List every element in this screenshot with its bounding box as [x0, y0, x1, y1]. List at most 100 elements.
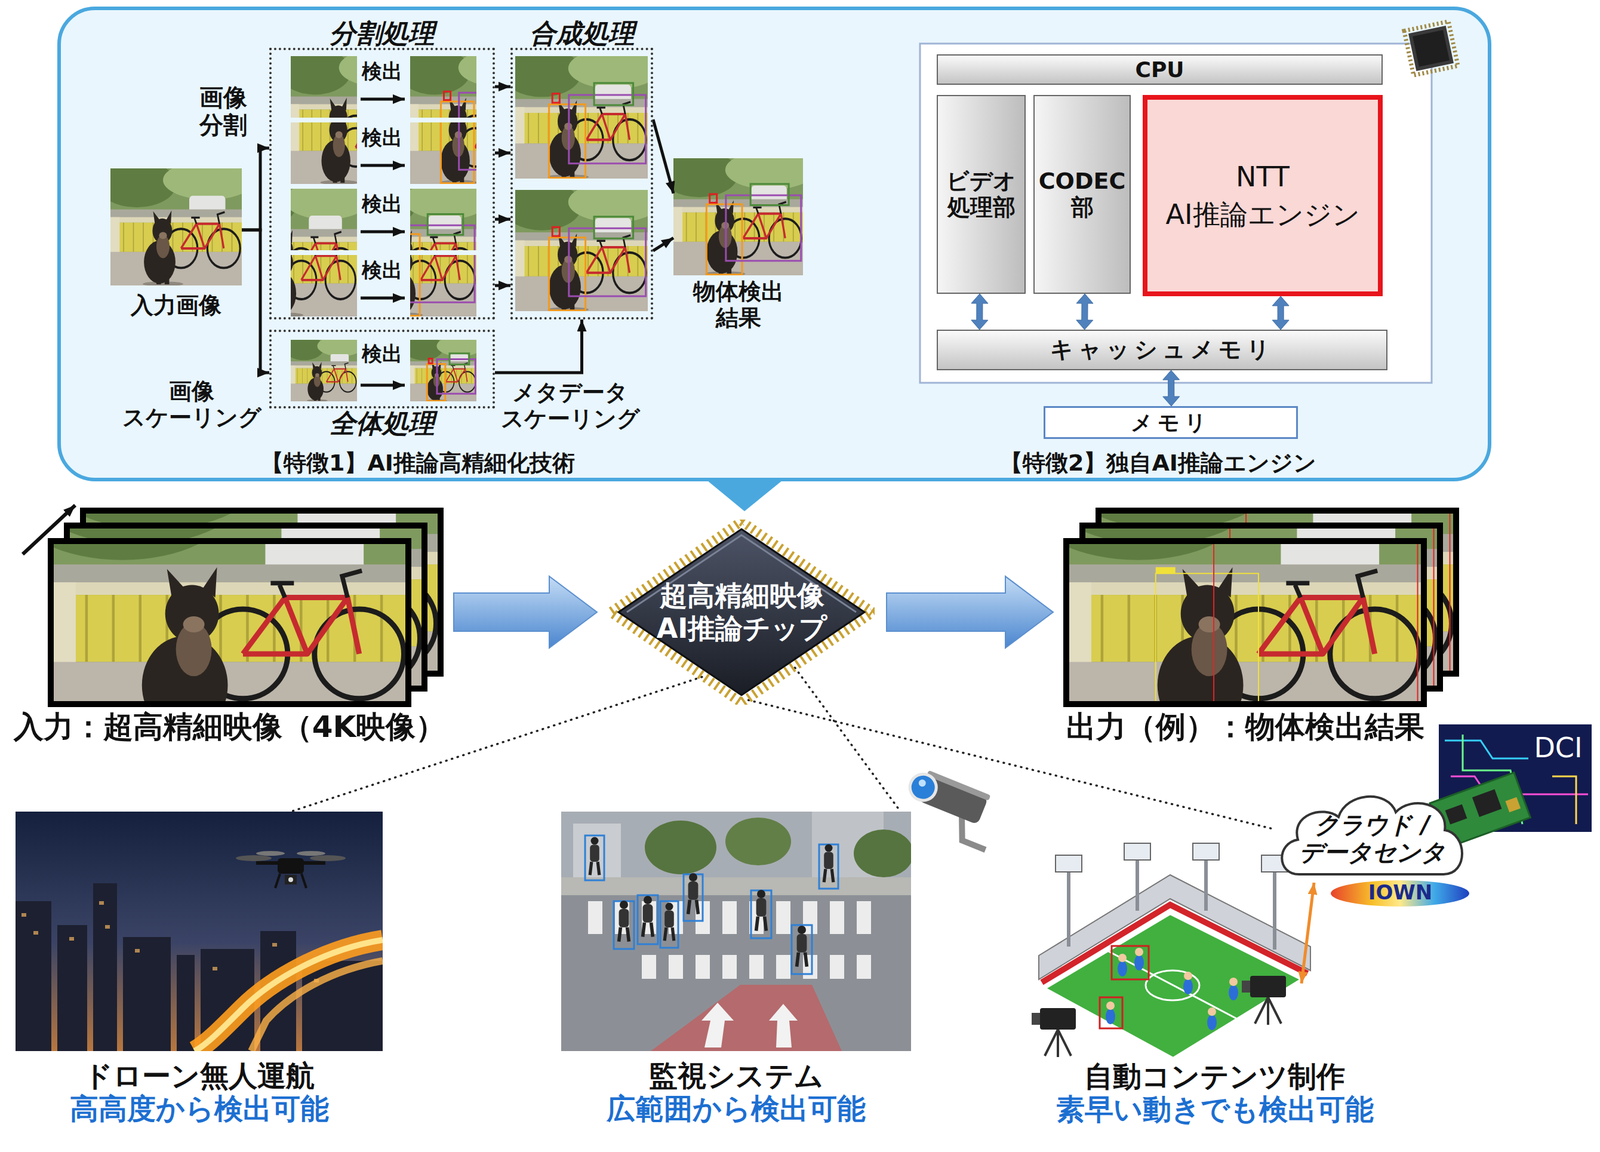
annotation: 画像 スケーリング: [117, 378, 267, 431]
illustration-part: [1066, 871, 1071, 947]
illustration-part: [502, 47, 661, 180]
ai-engine-block: NTT AI推論エンジン: [1142, 94, 1383, 297]
node-caption: ドローン無人運航: [69, 1059, 329, 1092]
edge-label: メタデータ スケーリング: [498, 379, 642, 432]
illustration-part: [1118, 953, 1127, 962]
illustration-part: [1111, 945, 1149, 980]
illustration-part: [650, 984, 842, 1051]
illustration-part: [1040, 1007, 1076, 1030]
illustration-part: [502, 181, 661, 312]
illustration-part: [585, 835, 839, 974]
illustration-part: [549, 82, 646, 178]
illustration-part: [797, 925, 808, 967]
illustration-part: [15, 900, 52, 1051]
illustration-part: [360, 296, 405, 300]
caption-holder: 物体検出 結果: [673, 278, 803, 331]
illustration-part: [50, 540, 409, 704]
illustration-part: [1055, 854, 1082, 872]
illustration-part: [1192, 842, 1220, 860]
illustration-part: [613, 900, 635, 949]
illustration-part: [1117, 960, 1128, 977]
illustration-part: [224, 193, 369, 318]
illustration-part: [1135, 859, 1140, 911]
node-label: CODEC 部: [1038, 168, 1126, 221]
caption-holder: ドローン無人運航高高度から検出可能: [69, 1059, 329, 1125]
illustration-part: [660, 150, 816, 276]
illustration-part: [134, 948, 140, 953]
illustration-part: [403, 335, 483, 402]
node-caption: 全体処理: [329, 408, 435, 439]
illustration-part: [561, 811, 914, 1051]
illustration-part: [502, 181, 661, 312]
connector: [653, 119, 674, 194]
illustration-part: [93, 882, 118, 1051]
illustration-part: [403, 335, 483, 402]
illustration-part: [284, 335, 364, 402]
illustration-part: [1183, 978, 1193, 995]
codec-block: CODEC 部: [1033, 94, 1131, 294]
node-label: CPU: [1134, 57, 1184, 82]
node-label: キャッシュメモリ: [1050, 336, 1275, 363]
illustration-part: [1134, 947, 1144, 956]
illustration-part: [176, 954, 195, 1051]
illustration-part: [1099, 997, 1123, 1029]
illustration-part: [1272, 871, 1277, 950]
illustration-part: [561, 877, 912, 895]
illustration-part: [1107, 950, 1238, 1019]
illustration-part: [69, 936, 75, 941]
content-production-use-case: 自動コンテンツ制作素早い動きでも検出可能: [1035, 931, 1302, 1061]
text-holder: クラウド /データセンタ: [1275, 785, 1470, 883]
node-heading: 分割処理: [329, 18, 435, 49]
bus-arrow: [971, 293, 989, 330]
illustration-part: [1044, 913, 1302, 1058]
annotation: 検出: [357, 192, 408, 216]
illustration-part: [296, 850, 326, 856]
illustration-part: [1106, 947, 1238, 1016]
illustration-part: [1066, 540, 1424, 704]
illustration-part: [122, 936, 171, 1051]
chip-pins: [610, 521, 873, 703]
illustration-part: [703, 477, 786, 512]
illustration-part: [360, 164, 405, 168]
illustration-part: [637, 894, 658, 944]
illustration-part: [360, 230, 405, 234]
cloud-shape: [1281, 796, 1463, 875]
connector: [1301, 882, 1315, 984]
text-holder: CODEC 部: [1034, 96, 1130, 293]
ai-chip: 超高精細映像 AI推論チップ: [608, 519, 875, 705]
node-caption: 監視システム: [606, 1059, 866, 1092]
illustration-part: [284, 335, 364, 402]
annotation: IOWN: [1331, 880, 1470, 904]
caption-holder: 自動コンテンツ制作素早い動きでも検出可能: [1056, 1059, 1374, 1126]
illustration-part: [256, 850, 285, 856]
text-holder: 超高精細映像 AI推論チップ: [608, 519, 875, 705]
node-caption: 自動コンテンツ制作: [1056, 1059, 1374, 1093]
result-image: 物体検出 結果: [673, 158, 803, 276]
illustration-part: [706, 183, 801, 275]
illustration-part: [585, 900, 884, 934]
illustration-part: [768, 1003, 798, 1048]
text-holder: キャッシュメモリ: [937, 330, 1387, 369]
annotation: 画像 分割: [189, 83, 257, 139]
node-label: メモリ: [1130, 410, 1212, 435]
illustration-part: [21, 900, 319, 983]
illustration-part: [906, 770, 941, 805]
illustration-part: [664, 902, 675, 941]
illustration-part: [502, 47, 661, 180]
illustration-part: [688, 872, 699, 915]
illustration-part: [1030, 452, 1460, 741]
illustration-part: [97, 160, 255, 286]
illustration-part: [59, 8, 1490, 480]
illustration-part: [1228, 984, 1239, 1000]
cpu-block: CPU: [936, 54, 1383, 85]
whole-process-box: 全体処理: [269, 329, 495, 409]
illustration-part: [1207, 1014, 1217, 1030]
illustration-part: [1044, 1029, 1072, 1057]
node-caption: 素早い動きでも検出可能: [1056, 1092, 1374, 1126]
illustration-part: [1408, 25, 1454, 72]
merge-process-box: 合成処理: [510, 47, 654, 320]
illustration-part: [224, 193, 369, 318]
illustration-part: [251, 960, 383, 1051]
illustration-part: [275, 873, 307, 888]
annotation: 【特徴1】AI推論高精細化技術: [179, 450, 657, 477]
